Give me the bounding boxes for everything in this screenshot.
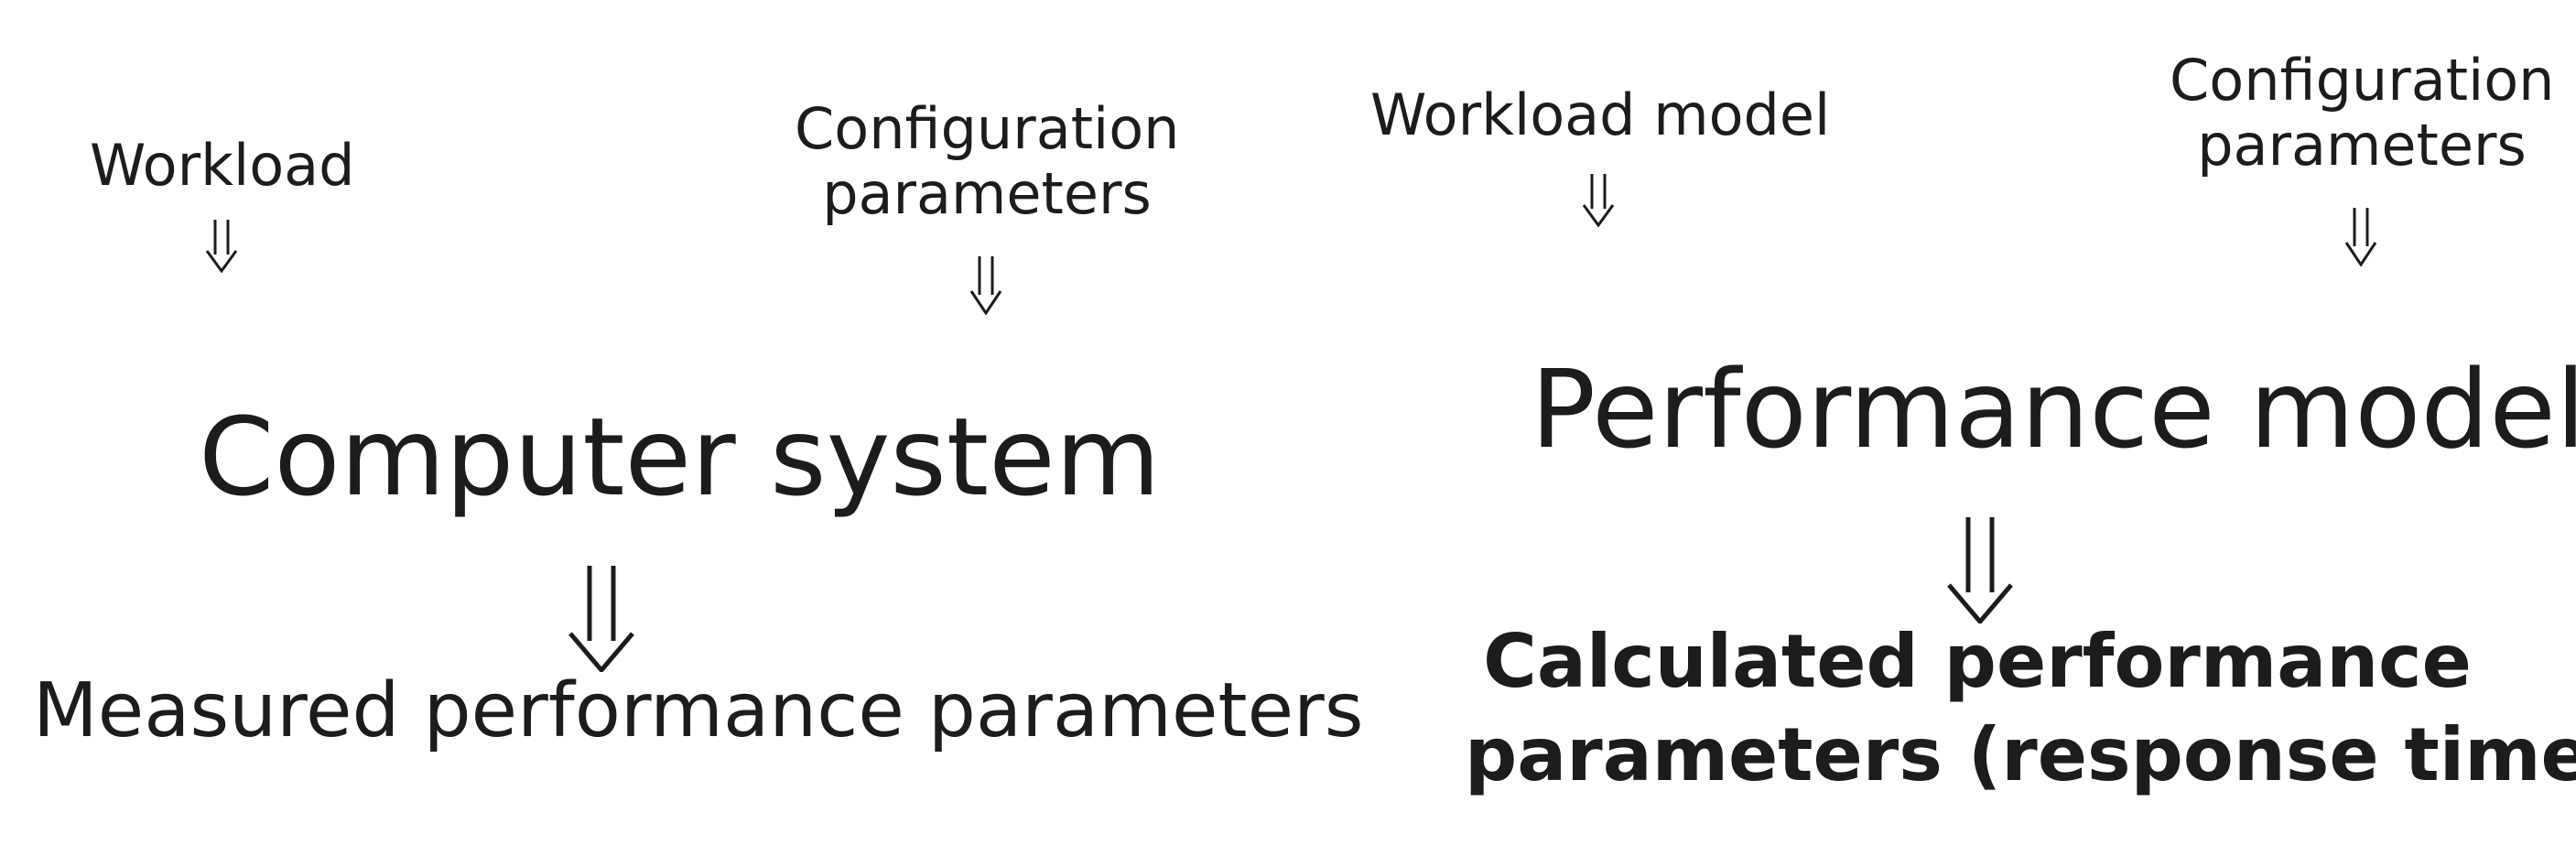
right-configuration-arrow-svg: [2344, 208, 2377, 267]
calculated-output-line1: Calculated performance: [1483, 619, 2472, 704]
workload-arrow-svg: [205, 220, 238, 274]
workload-model-arrow-svg: [1582, 174, 1615, 228]
configuration-label: Configuration parameters: [795, 96, 1179, 227]
configuration-arrow-svg: [969, 256, 1002, 316]
system-output-arrow-svg: [568, 566, 634, 674]
right-configuration-label: Configuration parameters: [2170, 48, 2554, 179]
right-configuration-line2: parameters: [2197, 112, 2527, 179]
configuration-line1: Configuration: [795, 95, 1180, 162]
model-output-arrow-svg: [1947, 517, 2013, 625]
double-down-arrow-icon: [2343, 208, 2379, 270]
configuration-line2: parameters: [822, 160, 1152, 228]
double-down-arrow-icon: [1580, 174, 1617, 231]
double-down-arrow-icon: [1943, 517, 2017, 627]
computer-system-label: Computer system: [199, 394, 1161, 520]
right-configuration-line1: Configuration: [2170, 47, 2555, 114]
measured-output-label: Measured performance parameters: [33, 667, 1364, 754]
calculated-output-line2: parameters (response time): [1465, 711, 2576, 797]
workload-label: Workload: [90, 132, 355, 199]
double-down-arrow-icon: [968, 256, 1004, 319]
performance-model-label: Performance model: [1531, 346, 2576, 472]
workload-model-label: Workload model: [1370, 81, 1831, 148]
double-down-arrow-icon: [565, 566, 638, 676]
double-down-arrow-icon: [203, 220, 240, 276]
calculated-output-label: Calculated performance parameters (respo…: [1465, 615, 2576, 801]
